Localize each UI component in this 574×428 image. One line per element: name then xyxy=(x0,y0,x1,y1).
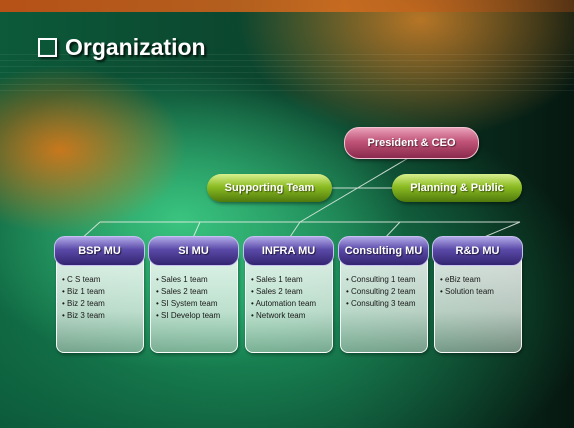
team-item: Biz 2 team xyxy=(62,298,105,310)
top-band xyxy=(0,0,574,12)
page-title-text: Organization xyxy=(65,34,206,60)
team-item: Solution team xyxy=(440,286,494,298)
unit-header: Consulting MU xyxy=(338,236,429,266)
team-item: Biz 1 team xyxy=(62,286,105,298)
ceo-node: President & CEO xyxy=(344,127,479,159)
team-item: Automation team xyxy=(251,298,316,310)
team-item: SI Develop team xyxy=(156,310,220,322)
unit-card xyxy=(434,249,522,353)
supporting-team-node: Supporting Team xyxy=(207,174,332,202)
team-item: Sales 1 team xyxy=(251,274,316,286)
unit-header: INFRA MU xyxy=(243,236,334,266)
team-item: Network team xyxy=(251,310,316,322)
line-ceo-down xyxy=(299,156,411,223)
team-item: Sales 1 team xyxy=(156,274,220,286)
team-item: C S team xyxy=(62,274,105,286)
team-item: Sales 2 team xyxy=(251,286,316,298)
team-list: Sales 1 team Sales 2 team SI System team… xyxy=(156,274,220,322)
team-item: SI System team xyxy=(156,298,220,310)
team-list: eBiz team Solution team xyxy=(440,274,494,298)
team-item: Consulting 1 team xyxy=(346,274,415,286)
decorative-lines xyxy=(0,54,574,94)
team-list: C S team Biz 1 team Biz 2 team Biz 3 tea… xyxy=(62,274,105,322)
unit-header: SI MU xyxy=(148,236,239,266)
unit-header: R&D MU xyxy=(432,236,523,266)
team-list: Sales 1 team Sales 2 team Automation tea… xyxy=(251,274,316,322)
page-title: Organization xyxy=(38,34,206,61)
team-item: eBiz team xyxy=(440,274,494,286)
unit-header: BSP MU xyxy=(54,236,145,266)
checkbox-bullet-icon xyxy=(38,38,57,57)
team-item: Sales 2 team xyxy=(156,286,220,298)
team-item: Consulting 2 team xyxy=(346,286,415,298)
team-item: Biz 3 team xyxy=(62,310,105,322)
team-item: Consulting 3 team xyxy=(346,298,415,310)
team-list: Consulting 1 team Consulting 2 team Cons… xyxy=(346,274,415,310)
planning-public-node: Planning & Public xyxy=(392,174,522,202)
